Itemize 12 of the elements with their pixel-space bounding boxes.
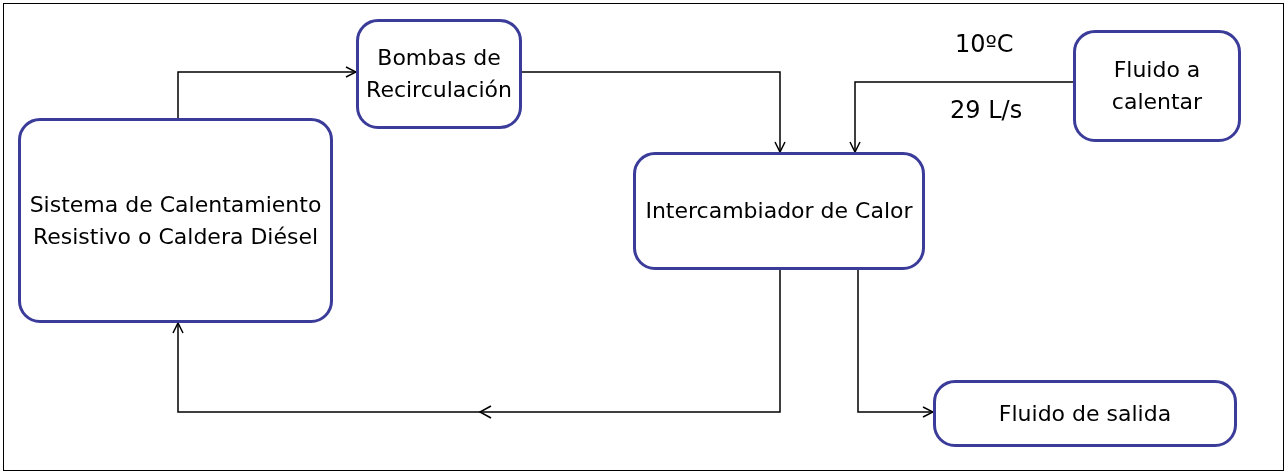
process-box: [1073, 30, 1241, 142]
flow-label: 10ºC: [955, 30, 1014, 58]
box-label: Fluido de salida: [997, 399, 1173, 428]
flow-label: 29 L/s: [950, 96, 1023, 124]
process-box: [18, 118, 333, 323]
process-box: [933, 380, 1237, 447]
process-box: [633, 152, 925, 270]
box-label: Intercambiador de Calor: [644, 197, 914, 225]
box-label: Bombas de Recirculación: [365, 44, 513, 104]
process-box: [356, 19, 522, 129]
box-label: Sistema de Calentamiento Resistivo o Caldera Diésel: [28, 190, 323, 251]
box-label: Fluido a calentar: [1110, 56, 1204, 116]
